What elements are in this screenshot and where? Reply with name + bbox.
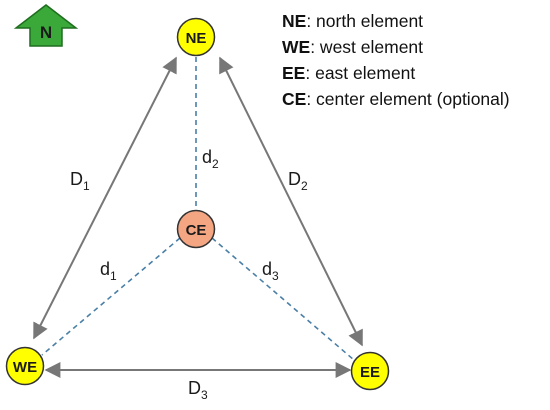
node-ee: EE: [350, 351, 390, 391]
legend-row-ne: NE: north element: [282, 11, 424, 31]
north-arrow-icon: N: [13, 4, 79, 47]
node-ce: CE: [176, 209, 216, 249]
legend: NE: north element WE: west element EE: e…: [282, 8, 510, 112]
label-D2: D2: [288, 169, 308, 193]
svg-text:EE: EE: [360, 364, 380, 381]
distance-d3-line: [211, 237, 355, 361]
north-arrow-label: N: [40, 23, 52, 42]
label-D3: D3: [188, 378, 208, 402]
distance-D2-line: [219, 56, 363, 347]
legend-row-ee: EE: east element: [282, 63, 416, 83]
distance-D1-line: [33, 56, 177, 340]
north-arrow-shape: [13, 4, 79, 47]
legend-row-ce: CE: center element (optional): [282, 89, 510, 109]
label-d3: d3: [262, 259, 279, 283]
legend-row-we: WE: west element: [282, 37, 424, 57]
distance-d1-line: [41, 237, 181, 356]
svg-text:CE: CE: [186, 222, 207, 239]
svg-text:NE: NE: [186, 30, 207, 47]
node-we: WE: [5, 346, 45, 386]
svg-text:WE: WE: [13, 359, 37, 376]
label-d1: d1: [100, 259, 117, 283]
label-d2: d2: [202, 147, 219, 171]
node-ne: NE: [176, 17, 216, 57]
label-D1: D1: [70, 169, 90, 193]
